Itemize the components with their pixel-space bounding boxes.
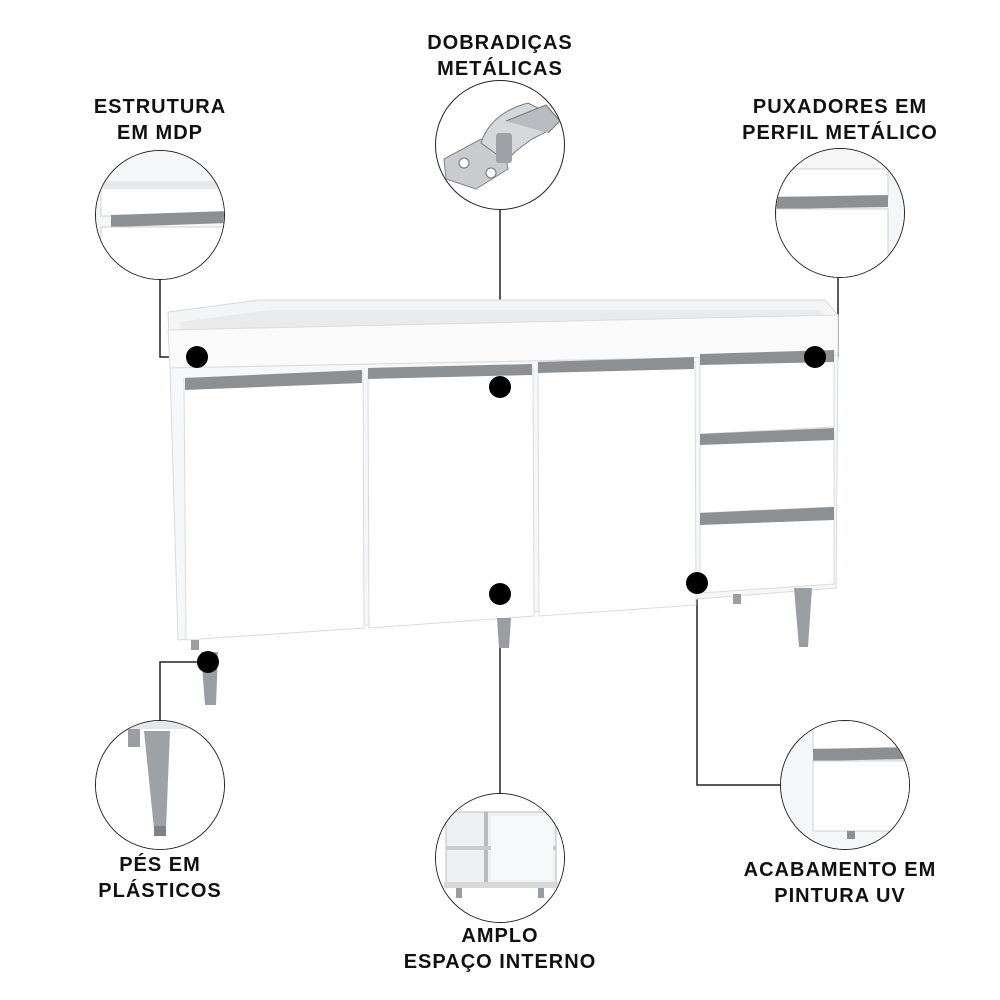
space-detail [435,793,565,923]
label-structure: ESTRUTURA EM MDP [60,94,260,146]
label-finish: ACABAMENTO EM PINTURA UV [720,857,960,909]
label-hinges-line1: DOBRADIÇAS [427,32,573,54]
cabinet-body [167,299,839,705]
label-feet-line1: PÉS EM [119,854,201,876]
drawer-bottom [699,512,835,594]
label-feet: PÉS EM PLÁSTICOS [60,852,260,904]
callout-dots [186,346,826,673]
label-finish-line2: PINTURA UV [774,885,906,907]
handles [185,350,834,525]
label-structure-line2: EM MDP [117,122,203,144]
handles-detail [775,148,905,278]
foot-icon [96,721,224,849]
drawer-finish-icon [781,721,909,849]
feet-detail [95,720,225,850]
structure-detail [95,150,225,280]
label-space-line2: ESPAÇO INTERNO [403,951,597,973]
connector-finish [696,583,783,786]
label-space-line1: AMPLO [461,925,539,947]
door-right [537,361,697,617]
label-hinges: DOBRADIÇAS METÁLICAS [390,30,610,82]
hinge-icon [443,102,561,190]
cabinet-corner-icon [96,151,224,279]
label-space: AMPLO ESPAÇO INTERNO [380,923,620,975]
handle-profile-icon [776,149,904,277]
label-handles-line1: PUXADORES EM [752,96,928,118]
label-structure-line1: ESTRUTURA [93,96,227,118]
connector-feet [159,661,208,730]
drawer-middle [699,432,835,514]
label-finish-line1: ACABAMENTO EM [743,859,937,881]
label-handles: PUXADORES EM PERFIL METÁLICO [720,94,960,146]
label-handles-line2: PERFIL METÁLICO [742,122,938,144]
shelves-icon [436,794,564,922]
label-hinges-line2: METÁLICAS [437,58,563,80]
label-feet-line2: PLÁSTICOS [98,880,222,902]
hinge-detail [435,80,565,210]
door-left [183,372,365,641]
finish-detail [780,720,910,850]
